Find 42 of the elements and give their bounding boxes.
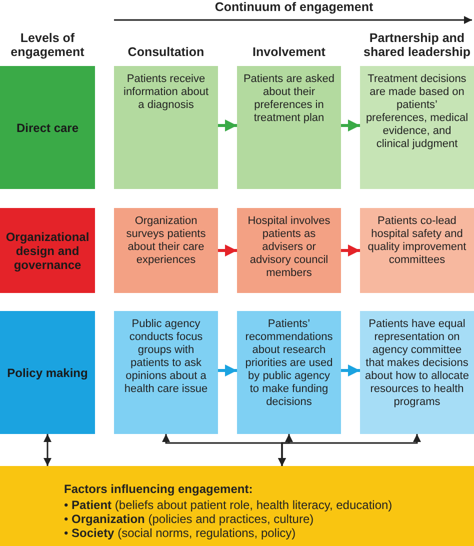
example-text: Hospital involves patients as advisers or advisory council members [246,215,332,280]
level-name: Policy making [7,366,88,380]
level-name: Direct care [16,120,79,134]
column-heading: Partnership and shared leadership [362,31,472,59]
level-name: Organizational design and governance [5,230,90,272]
example-box [360,208,474,293]
list-item: • Society (social norms, regulations, policy) [64,526,296,540]
level-box [0,208,95,293]
column-heading: Involvement [252,45,326,59]
example-box [360,311,474,434]
example-text: Patients co-lead hospital safety and quality improvement committees [366,215,468,267]
example-box [114,66,218,189]
example-box [237,208,341,293]
arrow [341,364,360,376]
arrow [218,120,237,132]
level-box [0,66,95,189]
example-text: Patients’ recommendations about research priorities are used by public agency to make funding decisions [244,318,334,409]
example-box [237,311,341,434]
column-heading: Levels of engagement [10,31,86,59]
level-box [0,311,95,434]
factors-box [0,466,474,546]
arrow [341,244,360,256]
example-text: Organization surveys patients about their care experiences [125,215,207,267]
arrow [44,434,52,466]
factors-heading: Factors influencing engagement: [64,482,253,496]
arrow [341,120,360,132]
example-text: Public agency conducts focus groups with patients to ask opinions about a health care issue [123,318,209,396]
example-text: Treatment decisions are made based on patients’ preferences, medical evidence, and clinical judgment [365,73,469,151]
example-box [114,311,218,434]
continuum-title: Continuum of engagement [214,0,374,14]
example-box [114,208,218,293]
list-item: • Organization (policies and practices, culture) [64,512,314,526]
example-text: Patients have equal representation on agency committee that makes decisions about how to allocate resources to health programs [365,318,469,409]
list-item: • Patient (beliefs about patient role, health literacy, education) [64,498,392,512]
example-box [237,66,341,189]
column-heading: Consultation [126,45,206,59]
example-text: Patients are asked about their preferences in treatment plan [242,73,336,125]
example-text: Patients receive information about a diagnosis [122,73,210,112]
example-box [360,66,474,189]
arrow [278,434,421,466]
arrow [218,364,237,376]
arrow [218,244,237,256]
